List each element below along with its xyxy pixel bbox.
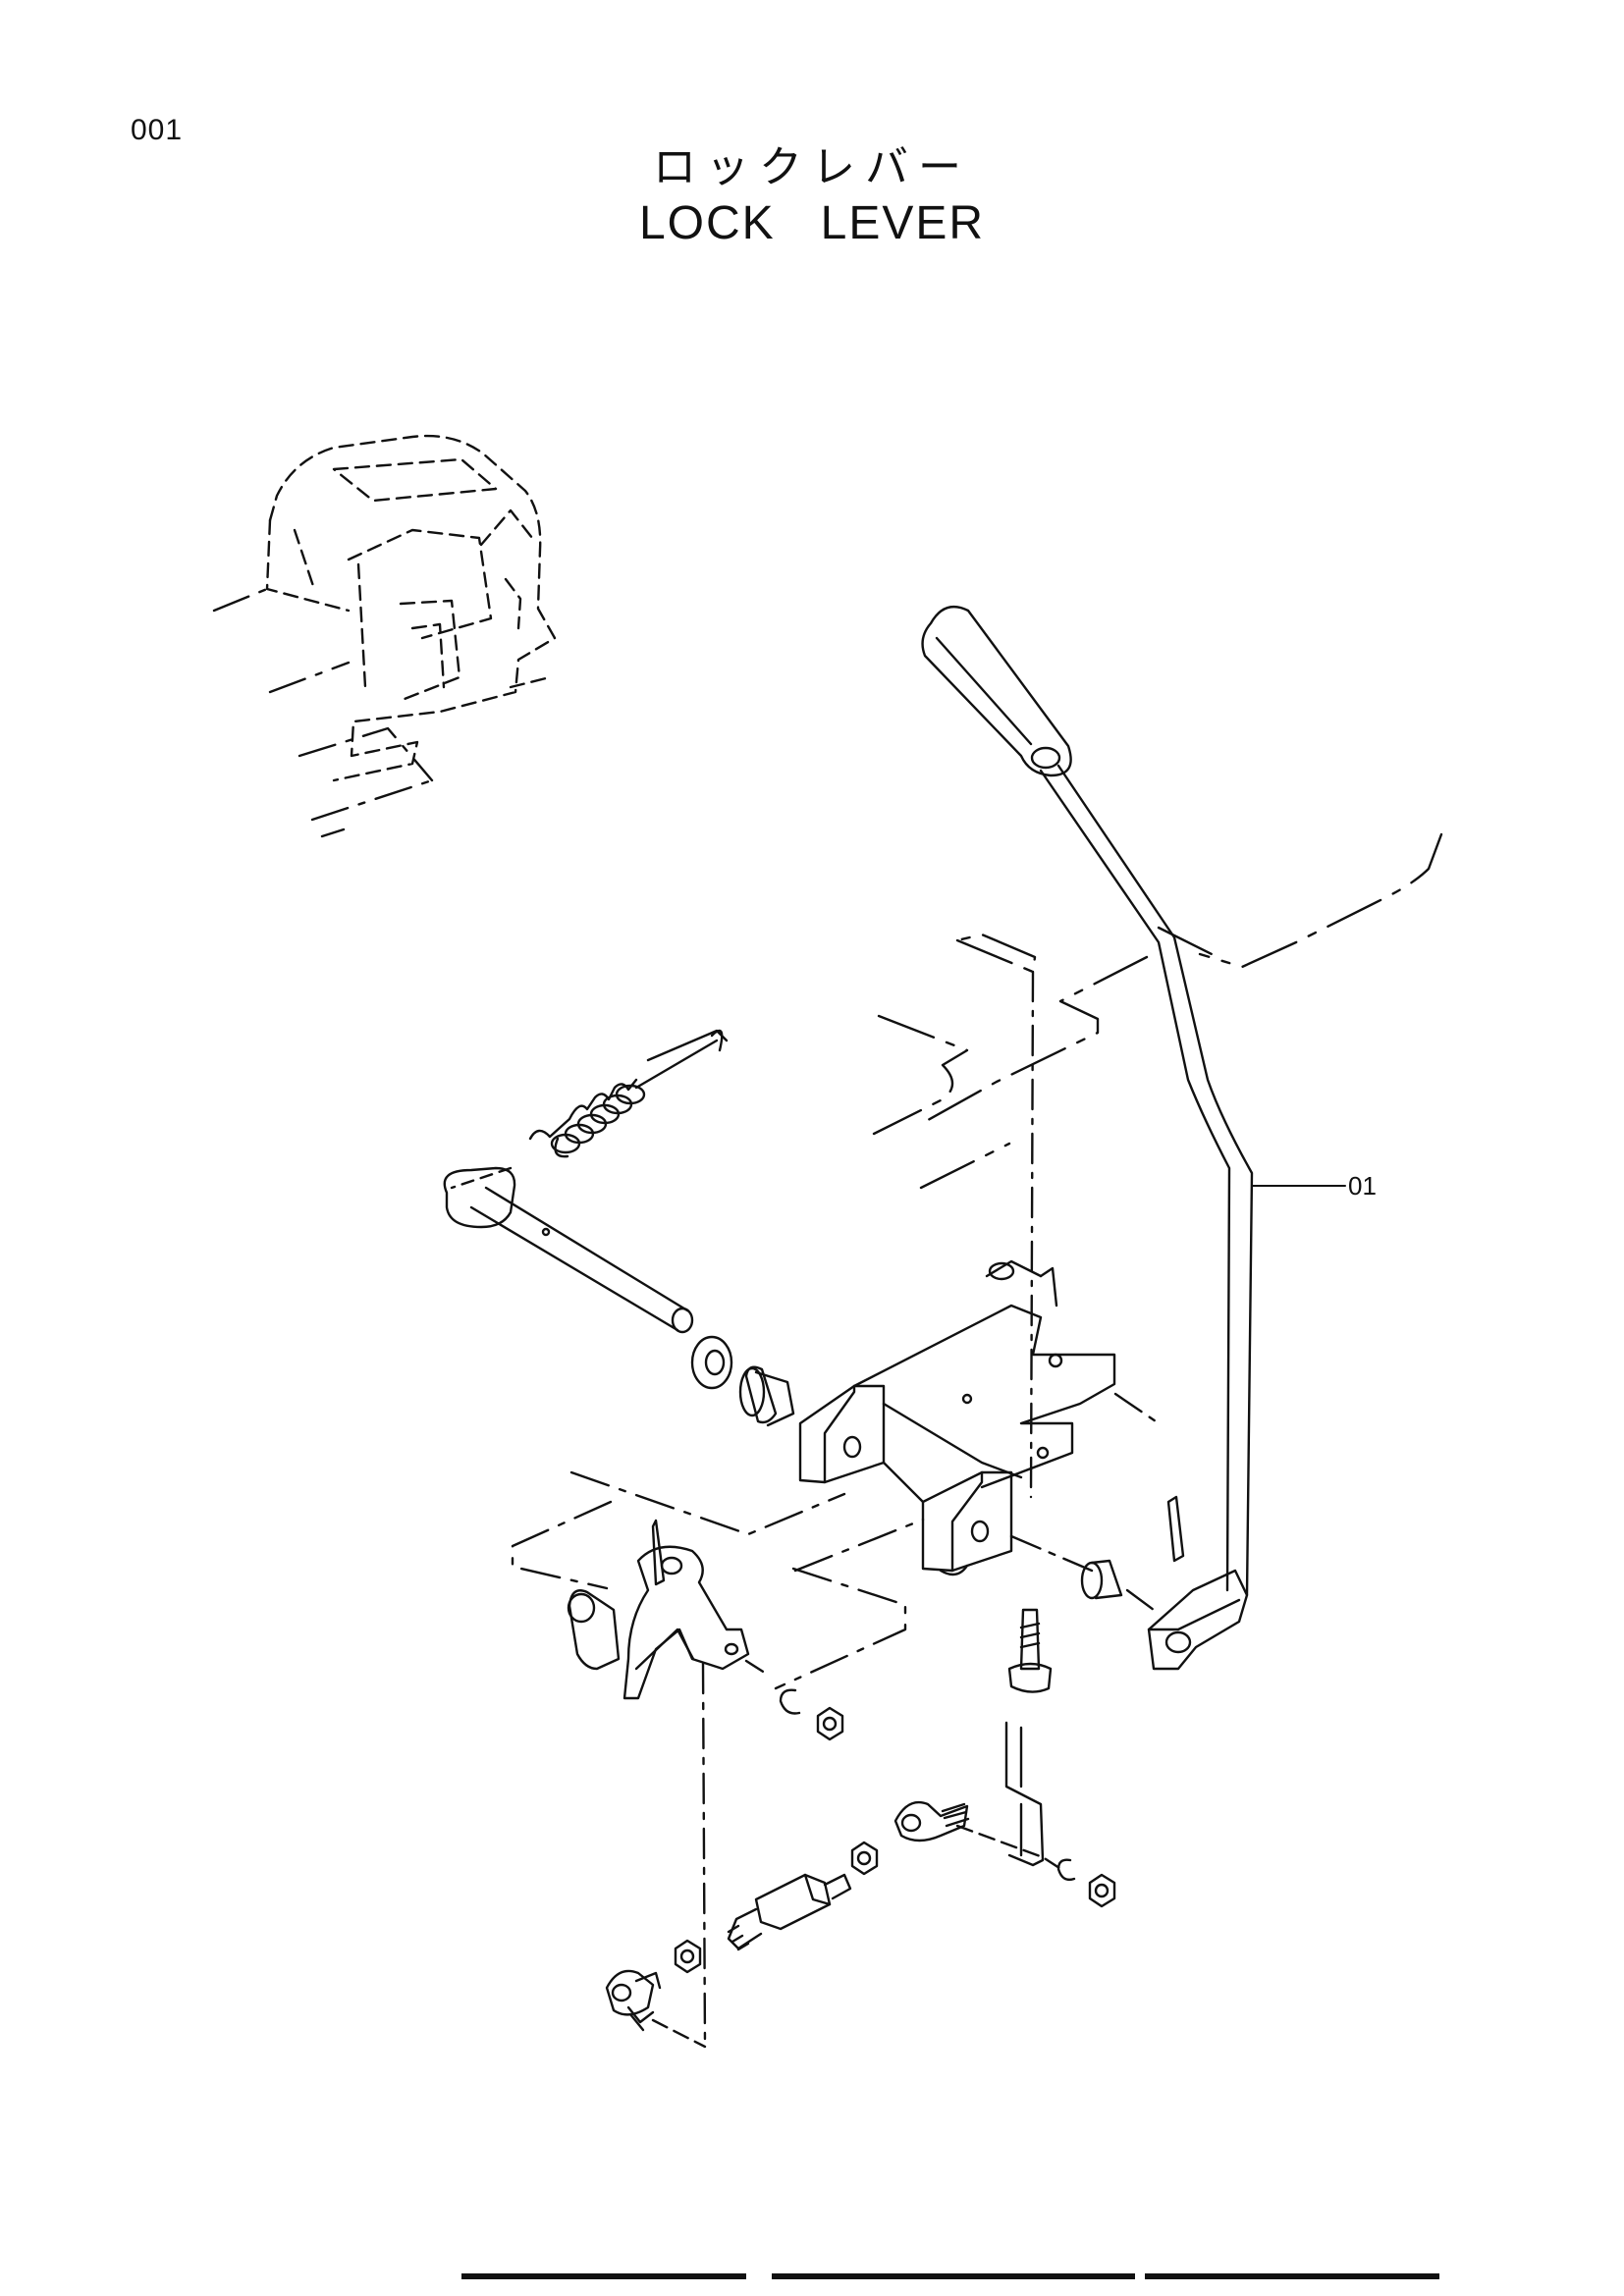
assembly-outline	[511, 1470, 925, 1690]
washer	[690, 1335, 733, 1390]
mounting-bolt	[1007, 1608, 1053, 1693]
lever-grip	[921, 606, 1072, 777]
hex-nut-lower	[674, 1939, 702, 1974]
link-axis-line	[744, 1659, 773, 1679]
lower-bracket-plate	[1004, 1721, 1045, 1867]
machine-cab-illustration	[265, 434, 557, 782]
bushing-right	[1080, 1559, 1123, 1600]
shaft-axis-lines	[1009, 1392, 1161, 1612]
rod-end-lower	[605, 1969, 662, 2032]
pivot-shaft	[443, 1166, 694, 1334]
lever-block	[1147, 1569, 1249, 1671]
clip-upper	[1056, 1858, 1076, 1882]
footer-rule	[461, 2273, 1439, 2279]
rod-end-upper	[893, 1800, 970, 1842]
page-title-japanese: ロックレバー	[653, 142, 971, 192]
spring-hook-line	[450, 1166, 513, 1190]
tension-spring	[528, 1029, 729, 1158]
spring-pin	[1166, 1495, 1185, 1563]
main-bracket	[798, 1259, 1116, 1576]
lever-rod	[1039, 764, 1254, 1597]
hex-nut-upper	[1088, 1873, 1116, 1908]
bushing	[738, 1365, 795, 1427]
lock-rod-axis	[701, 1662, 707, 2049]
rod-end-axis	[955, 1824, 1064, 1872]
page-title-english: LOCK LEVER	[638, 197, 986, 249]
bolt-axis-line	[1029, 970, 1035, 1499]
rod-end-axis-lower	[651, 2018, 707, 2049]
frame-reference-lines	[872, 832, 1443, 1190]
hex-nut-mid	[850, 1841, 879, 1876]
page-number: 001	[131, 114, 184, 146]
callout-label-01: 01	[1348, 1171, 1377, 1201]
turnbuckle	[727, 1873, 852, 1951]
lock-bracket	[567, 1519, 750, 1700]
retaining-clip	[779, 1688, 801, 1715]
cab-leader-lines	[212, 587, 434, 838]
hex-nut	[816, 1706, 844, 1741]
